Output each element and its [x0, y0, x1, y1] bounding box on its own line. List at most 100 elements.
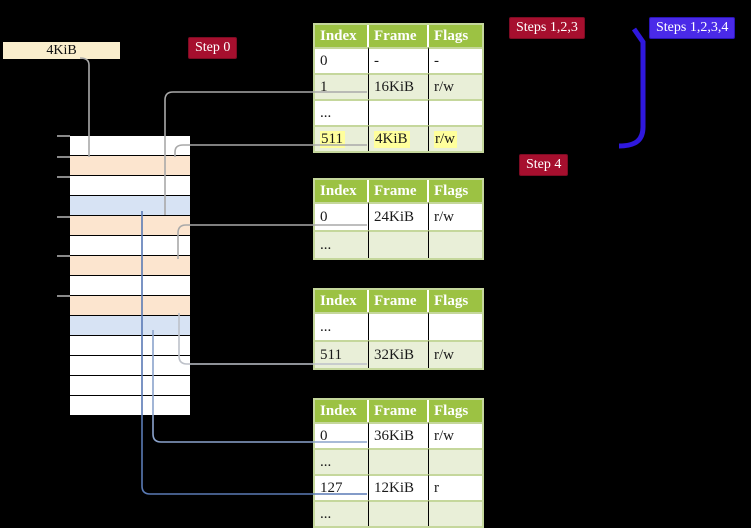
- cell-text: 24KiB: [374, 208, 415, 225]
- cell-text: 12KiB: [374, 479, 415, 496]
- cell: 0: [315, 202, 369, 230]
- cell-text: 36KiB: [374, 427, 415, 444]
- column-header-index: Index: [315, 400, 369, 422]
- memory-stack: [70, 135, 190, 416]
- cell: 12KiB: [369, 474, 429, 500]
- cell-text: 16KiB: [374, 78, 415, 95]
- cell: [369, 448, 429, 474]
- badge-steps-1-2-3-4: Steps 1,2,3,4: [649, 17, 736, 39]
- cell-text: -: [434, 52, 439, 69]
- cell-text: 4KiB: [374, 130, 410, 148]
- table-row: 0 24KiB r/w: [315, 202, 482, 230]
- cell: -: [429, 47, 482, 73]
- memory-row-4: [70, 196, 190, 216]
- cell: 127: [315, 474, 369, 500]
- column-header-index: Index: [315, 290, 369, 312]
- cell: [429, 312, 482, 340]
- page-size-label: 4KiB: [3, 42, 120, 59]
- table-row: 0 36KiB r/w: [315, 422, 482, 448]
- cell-text: 511: [320, 130, 345, 148]
- cell: 4KiB: [369, 125, 429, 151]
- cell-text: r/w: [434, 427, 454, 444]
- memory-row-3: [70, 176, 190, 196]
- memory-tick: [57, 255, 70, 257]
- memory-row-2: [70, 156, 190, 176]
- table-row: 511 4KiB r/w: [315, 125, 482, 151]
- table-row: ...: [315, 500, 482, 526]
- cell: r/w: [429, 422, 482, 448]
- cell: ...: [315, 312, 369, 340]
- cell-text: r/w: [434, 130, 457, 148]
- cell-text: 0: [320, 208, 328, 225]
- cell: 36KiB: [369, 422, 429, 448]
- cell: [429, 448, 482, 474]
- cell: 16KiB: [369, 73, 429, 99]
- column-header-flags: Flags: [429, 25, 482, 47]
- cell-text: 0: [320, 52, 328, 69]
- cell-text: 32KiB: [374, 346, 415, 363]
- cell: r/w: [429, 125, 482, 151]
- cell-text: ...: [320, 236, 332, 253]
- cell: [369, 312, 429, 340]
- column-header-frame: Frame: [369, 25, 429, 47]
- cell: 511: [315, 125, 369, 151]
- memory-tick: [57, 216, 70, 218]
- column-header-index: Index: [315, 180, 369, 202]
- badge-steps-1-2-3: Steps 1,2,3: [509, 17, 585, 39]
- cell: [429, 500, 482, 526]
- column-header-flags: Flags: [429, 290, 482, 312]
- memory-row-7: [70, 256, 190, 276]
- cell-text: ...: [320, 104, 332, 121]
- cell: ...: [315, 230, 369, 258]
- memory-tick: [57, 156, 70, 158]
- cell-text: -: [374, 52, 379, 69]
- cell: 32KiB: [369, 340, 429, 368]
- cell-text: ...: [320, 453, 332, 470]
- memory-row-14: [70, 396, 190, 416]
- table-row: 127 12KiB r: [315, 474, 482, 500]
- cell: [429, 99, 482, 125]
- memory-tick: [57, 135, 70, 137]
- table-row: ...: [315, 448, 482, 474]
- memory-row-11: [70, 336, 190, 356]
- memory-row-5: [70, 216, 190, 236]
- column-header-frame: Frame: [369, 180, 429, 202]
- table-row: 1 16KiB r/w: [315, 73, 482, 99]
- cell: ...: [315, 448, 369, 474]
- cell: [369, 99, 429, 125]
- cell-text: 1: [320, 78, 328, 95]
- cell: [369, 500, 429, 526]
- memory-row-8: [70, 276, 190, 296]
- column-header-index: Index: [315, 25, 369, 47]
- cell: r/w: [429, 202, 482, 230]
- memory-row-12: [70, 356, 190, 376]
- table-row: ...: [315, 99, 482, 125]
- memory-row-10: [70, 316, 190, 336]
- table-row: ...: [315, 312, 482, 340]
- cell: 0: [315, 422, 369, 448]
- cell: ...: [315, 99, 369, 125]
- badge-step-0: Step 0: [188, 37, 238, 59]
- cell: r/w: [429, 340, 482, 368]
- cell: ...: [315, 500, 369, 526]
- memory-row-13: [70, 376, 190, 396]
- badge-step-4: Step 4: [519, 154, 569, 176]
- cell-text: 127: [320, 479, 343, 496]
- column-header-flags: Flags: [429, 180, 482, 202]
- table-row: 511 32KiB r/w: [315, 340, 482, 368]
- cell-text: ...: [320, 318, 332, 335]
- cell-text: r: [434, 479, 439, 496]
- cell-text: 511: [320, 346, 342, 363]
- cell-text: r/w: [434, 78, 454, 95]
- cell: 1: [315, 73, 369, 99]
